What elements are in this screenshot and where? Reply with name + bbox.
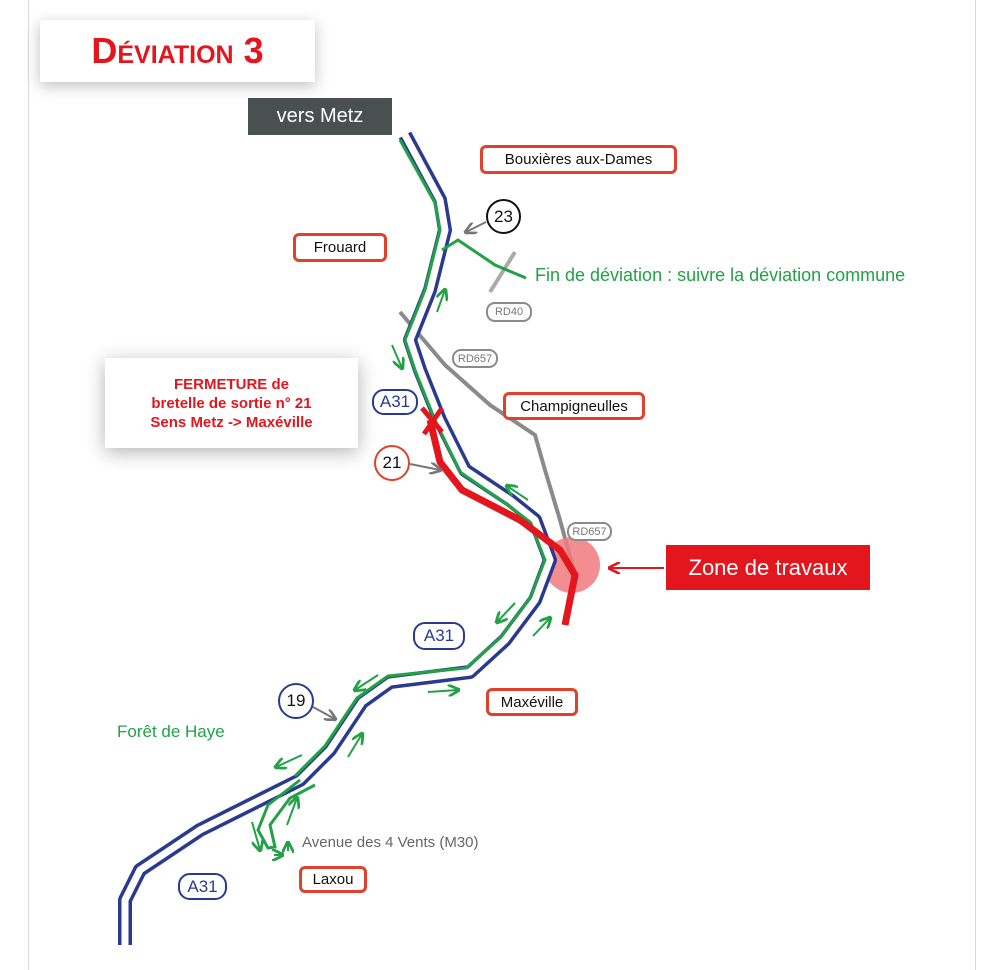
a31-highway <box>118 131 557 945</box>
detour-loop-laxou <box>256 778 316 850</box>
rd657-road <box>398 310 577 576</box>
exit-23-badge: 23 <box>486 199 521 234</box>
exit-19-badge: 19 <box>278 683 314 719</box>
rd657-badge: RD657 <box>452 349 498 368</box>
closed-exit-21 <box>426 419 579 626</box>
direction-label: vers Metz <box>248 98 392 135</box>
rd657-badge: RD657 <box>567 522 612 541</box>
end-of-detour-text: Fin de déviation : suivre la déviation c… <box>535 265 906 285</box>
direction-arrows <box>251 290 550 855</box>
page-title: Déviation 3 <box>40 20 315 82</box>
closure-line: bretelle de sortie n° 21 <box>151 394 312 412</box>
a31-badge: A31 <box>413 622 465 650</box>
frame-right <box>975 0 976 970</box>
detour-exit-23 <box>441 238 527 280</box>
frame-left <box>28 0 29 970</box>
works-zone-label: Zone de travaux <box>666 545 870 590</box>
forest-label: Forêt de Haye <box>117 722 225 741</box>
rd40-badge: RD40 <box>486 302 532 322</box>
closure-x-icon <box>420 406 445 436</box>
a31-badge: A31 <box>372 389 418 415</box>
detour-route-on-highway <box>293 139 547 778</box>
exit-pointer-arrows <box>312 221 487 719</box>
avenue-label: Avenue des 4 Vents (M30) <box>302 834 479 851</box>
closure-line: FERMETURE de <box>173 375 289 393</box>
town-champigneulles: Champigneulles <box>503 392 645 420</box>
exit-21-badge: 21 <box>374 445 410 481</box>
rd40-road <box>488 250 517 294</box>
a31-badge: A31 <box>178 873 227 900</box>
town-frouard: Frouard <box>293 233 387 262</box>
town-maxeville: Maxéville <box>486 688 578 716</box>
town-bouxieres: Bouxières aux-Dames <box>480 145 677 174</box>
closure-line: Sens Metz -> Maxéville <box>150 413 313 431</box>
closure-notice: FERMETURE de bretelle de sortie n° 21 Se… <box>105 358 358 448</box>
town-laxou: Laxou <box>299 866 367 893</box>
